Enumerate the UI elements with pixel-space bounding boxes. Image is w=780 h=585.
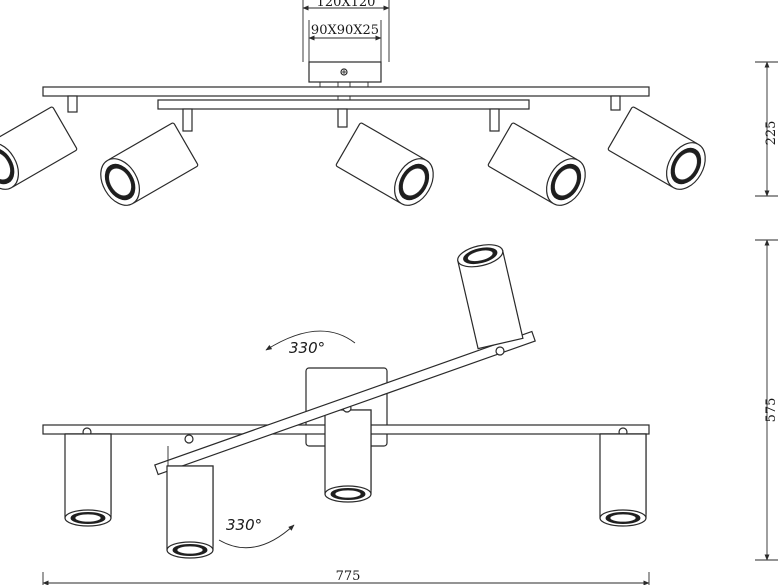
height-top-label: 575 [764, 398, 779, 423]
front-long-bar [42, 86, 650, 97]
top-spot-center [324, 409, 372, 503]
front-spot-4 [486, 121, 594, 213]
front-short-bar [157, 99, 530, 110]
height-dimension-top: 575 [755, 239, 779, 561]
rotation-lower-label: 330° [226, 516, 262, 534]
top-spot-right [599, 433, 647, 527]
rotated-bar [154, 330, 536, 476]
height-dimension-front: 225 [755, 61, 779, 197]
rotation-arrow-upper: 330° [265, 330, 356, 357]
width-label: 775 [336, 569, 361, 584]
front-spot-1 [0, 105, 79, 197]
front-spot-5 [606, 105, 714, 197]
front-spot-3 [334, 121, 442, 213]
rotation-upper-label: 330° [289, 339, 325, 357]
front-view: 120X120 90X90X25 [0, 0, 779, 213]
rotated-spot-upper [457, 244, 524, 350]
canopy-dimension: 120X120 90X90X25 [302, 0, 390, 62]
front-spot-2 [92, 121, 200, 213]
height-front-label: 225 [764, 121, 779, 146]
canopy-inner-label: 90X90X25 [311, 23, 379, 38]
width-dimension: 775 [42, 569, 650, 585]
rotation-view: 330° 330° 575 775 [42, 239, 779, 585]
top-spot-left [64, 433, 112, 527]
rotation-arrow-lower: 330° [218, 516, 295, 549]
rotated-spot-lower [166, 465, 214, 559]
canopy-outer-label: 120X120 [317, 0, 376, 10]
